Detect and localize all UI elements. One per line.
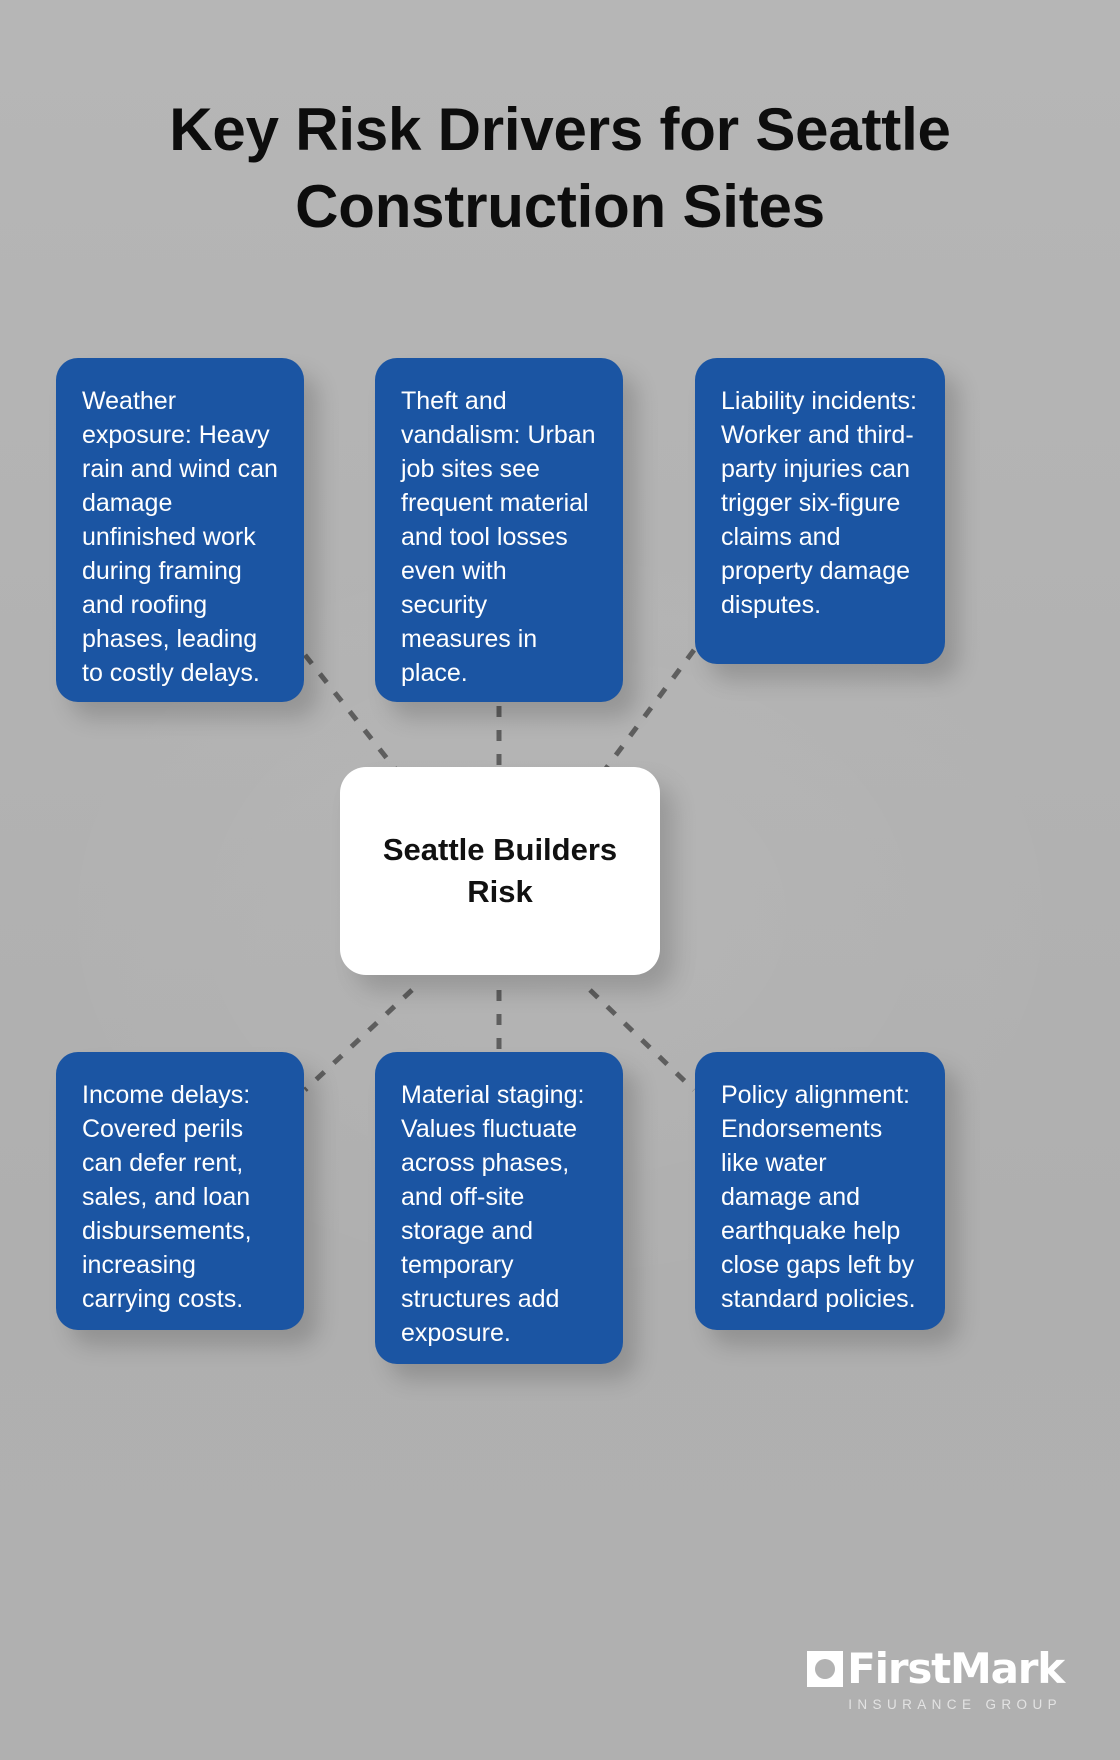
risk-card-theft-text: Theft and vandalism: Urban job sites see… bbox=[401, 384, 597, 690]
center-node[interactable]: Seattle Builders Risk bbox=[340, 767, 660, 975]
risk-card-weather-text: Weather exposure: Heavy rain and wind ca… bbox=[82, 384, 278, 690]
page-title: Key Risk Drivers for Seattle Constructio… bbox=[60, 92, 1060, 246]
risk-card-theft[interactable]: Theft and vandalism: Urban job sites see… bbox=[375, 358, 623, 702]
center-node-label: Seattle Builders Risk bbox=[368, 829, 632, 912]
risk-card-income[interactable]: Income delays: Covered perils can defer … bbox=[56, 1052, 304, 1330]
logo-wordmark: FirstMark bbox=[847, 1648, 1064, 1690]
risk-card-liability-text: Liability incidents: Worker and third-pa… bbox=[721, 384, 919, 622]
risk-card-material[interactable]: Material staging: Values fluctuate acros… bbox=[375, 1052, 623, 1364]
risk-card-material-text: Material staging: Values fluctuate acros… bbox=[401, 1078, 597, 1350]
risk-card-weather[interactable]: Weather exposure: Heavy rain and wind ca… bbox=[56, 358, 304, 702]
logo-wordmark-row: FirstMark bbox=[807, 1648, 1064, 1690]
risk-card-policy-text: Policy alignment: Endorsements like wate… bbox=[721, 1078, 919, 1316]
logo-tagline: INSURANCE GROUP bbox=[848, 1697, 1062, 1712]
brand-logo: FirstMark INSURANCE GROUP bbox=[807, 1648, 1064, 1712]
square-circle-logo-icon bbox=[807, 1651, 843, 1687]
risk-card-policy[interactable]: Policy alignment: Endorsements like wate… bbox=[695, 1052, 945, 1330]
risk-card-liability[interactable]: Liability incidents: Worker and third-pa… bbox=[695, 358, 945, 664]
risk-card-income-text: Income delays: Covered perils can defer … bbox=[82, 1078, 278, 1316]
